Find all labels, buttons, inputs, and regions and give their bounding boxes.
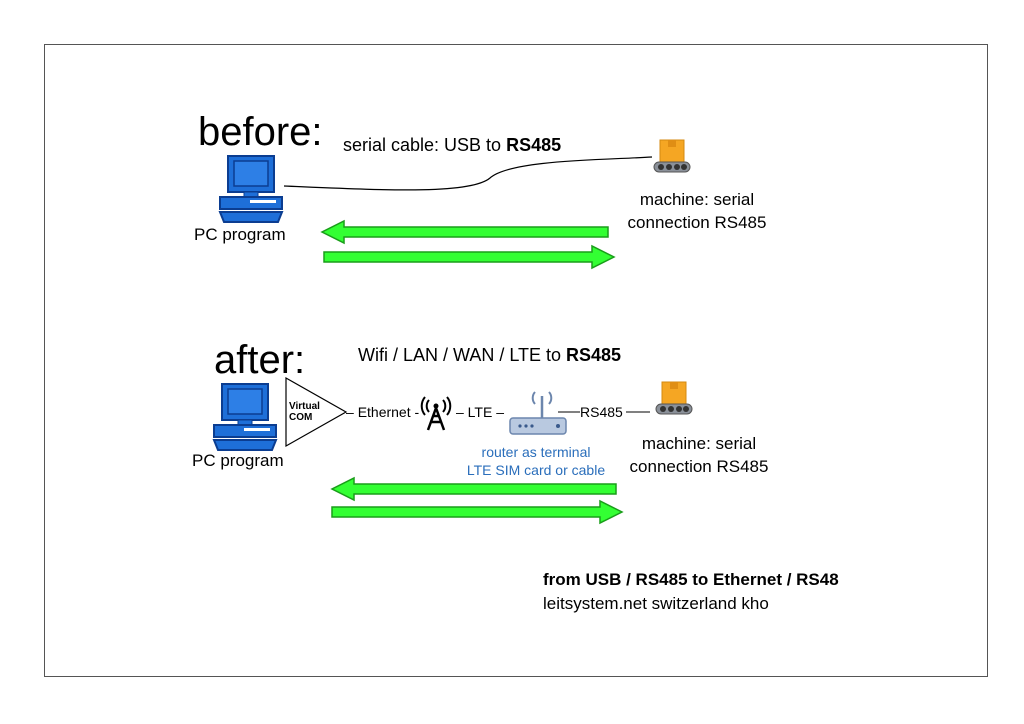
after-machine-label: machine: serial connection RS485	[614, 433, 784, 479]
link-label-text: Wifi / LAN / WAN / LTE to	[358, 345, 567, 365]
before-machine-label-line1: machine: serial	[639, 190, 755, 209]
lte-label: – LTE –	[456, 404, 504, 420]
after-machine-label-line1: machine: serial	[641, 434, 757, 453]
before-arrow-left	[320, 219, 609, 245]
before-machine-label: machine: serial connection RS485	[612, 189, 782, 235]
virtual-com-triangle	[285, 376, 348, 448]
serial-cable-label-text: serial cable: USB to	[343, 135, 507, 155]
virtual-com-line2: COM	[289, 412, 313, 423]
after-pc-icon	[213, 383, 277, 451]
link-label-bold: RS485	[566, 345, 622, 365]
diagram-frame	[44, 44, 988, 677]
after-arrow-right	[331, 499, 624, 525]
after-machine-label-line2: connection RS485	[629, 456, 769, 476]
link-label: Wifi / LAN / WAN / LTE to RS485	[358, 346, 621, 364]
before-machine-icon	[653, 139, 691, 173]
before-arrow-right	[323, 244, 616, 270]
virtual-com-line1: Virtual	[289, 401, 320, 412]
footer-subtitle: leitsystem.net switzerland kho	[543, 594, 769, 613]
virtual-com-label: Virtual COM	[289, 401, 320, 423]
serial-cable-label-bold: RS485	[506, 135, 562, 155]
router-label-line2: LTE SIM card or cable	[466, 461, 606, 478]
router-label: router as terminal LTE SIM card or cable	[462, 444, 610, 479]
ethernet-label-text: Ethernet -	[357, 404, 420, 420]
after-heading: after:	[214, 338, 306, 382]
router-label-line1: router as terminal	[481, 444, 591, 460]
serial-cable-line	[283, 156, 653, 191]
before-pc-icon	[219, 155, 283, 223]
antenna-tower-icon	[420, 396, 452, 431]
before-heading: before:	[198, 110, 323, 154]
serial-cable-label: serial cable: USB to RS485	[343, 136, 561, 154]
ethernet-label: – Ethernet -	[346, 404, 420, 420]
after-machine-icon	[655, 381, 693, 415]
after-pc-label: PC program	[192, 451, 284, 470]
rs485-label: RS485	[580, 404, 623, 420]
router-icon	[509, 391, 567, 435]
before-pc-label: PC program	[194, 225, 286, 244]
footer-title: from USB / RS485 to Ethernet / RS48	[543, 570, 839, 589]
after-arrow-left	[330, 476, 617, 502]
before-machine-label-line2: connection RS485	[627, 212, 767, 232]
